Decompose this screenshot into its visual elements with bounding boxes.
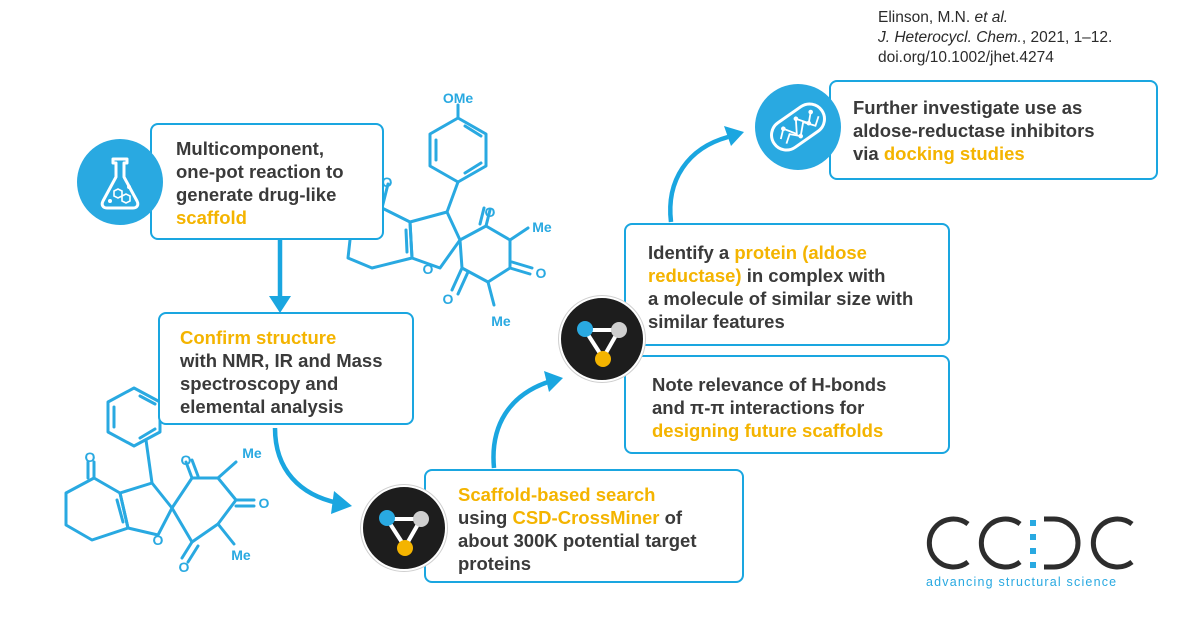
- flask-icon: [77, 139, 163, 225]
- box4-line4: similar features: [648, 311, 785, 332]
- citation-journal: J. Heterocycl. Chem.: [878, 29, 1022, 46]
- ccdc-tagline: advancing structural science: [926, 575, 1118, 589]
- molecule-lower: [64, 386, 256, 564]
- arrow-curve-to-docking: [668, 126, 744, 223]
- label-me1: Me: [532, 219, 552, 235]
- box6-line1: Further investigate use as: [853, 97, 1083, 118]
- arrow-down: [269, 240, 291, 313]
- box2-line3: spectroscopy and: [180, 373, 339, 394]
- citation-authors-line: Elinson, M.N. et al.: [878, 8, 1112, 28]
- box3-highlight2: CSD-CrossMiner: [512, 507, 660, 528]
- box1-line1: Multicomponent,: [176, 138, 324, 159]
- box4-highlight1: protein (aldose: [734, 242, 867, 263]
- box5-highlight: designing future scaffolds: [652, 420, 884, 441]
- label-o10: O: [179, 559, 190, 575]
- arrow-curve-to-protein: [491, 371, 563, 469]
- box4-highlight2: reductase): [648, 265, 742, 286]
- box1-highlight: scaffold: [176, 207, 247, 228]
- label-me3: Me: [242, 445, 262, 461]
- box4-text2b: in complex with: [741, 265, 886, 286]
- box6-highlight: docking studies: [883, 143, 1025, 164]
- box2-line4: elemental analysis: [180, 396, 344, 417]
- box3-text2a: using: [458, 507, 513, 528]
- box4-line1: Identify a protein (aldose: [648, 241, 934, 264]
- citation-etal: et al.: [974, 9, 1009, 26]
- label-o5: O: [443, 291, 454, 307]
- label-o8: O: [181, 452, 192, 468]
- box6-line3: via docking studies: [853, 142, 1142, 165]
- crossminer-icon: [361, 485, 447, 571]
- step-note-relevance-box: Note relevance of H-bonds and π-π intera…: [624, 355, 950, 454]
- label-o6: O: [85, 449, 96, 465]
- box2-highlight: Confirm structure: [180, 327, 337, 348]
- label-o4: O: [536, 265, 547, 281]
- label-me2: Me: [491, 313, 511, 329]
- step-confirm-structure-box: Confirm structure with NMR, IR and Mass …: [158, 312, 414, 425]
- box5-line1: Note relevance of H-bonds: [652, 374, 887, 395]
- box6-text3a: via: [853, 143, 884, 164]
- crossminer-icon: [559, 296, 645, 382]
- step-docking-box: Further investigate use as aldose-reduct…: [829, 80, 1158, 180]
- box4-text1a: Identify a: [648, 242, 735, 263]
- protein-icon: [755, 84, 841, 170]
- step-multicomponent-box: Multicomponent, one-pot reaction to gene…: [150, 123, 384, 240]
- citation: Elinson, M.N. et al. J. Heterocycl. Chem…: [878, 8, 1112, 68]
- step-identify-protein-box: Identify a protein (aldose reductase) in…: [624, 223, 950, 346]
- box3-line2: using CSD-CrossMiner of: [458, 506, 728, 529]
- box1-line3: generate drug-like: [176, 184, 337, 205]
- box3-line3: about 300K potential target: [458, 530, 697, 551]
- box4-line2: reductase) in complex with: [648, 264, 934, 287]
- label-o2: O: [423, 261, 434, 277]
- label-o7: O: [153, 532, 164, 548]
- citation-authors: Elinson, M.N.: [878, 9, 971, 26]
- citation-year-pages: , 2021, 1–12.: [1021, 29, 1113, 46]
- box2-line2: with NMR, IR and Mass: [180, 350, 383, 371]
- box3-line4: proteins: [458, 553, 531, 574]
- step-scaffold-search-box: Scaffold-based search using CSD-CrossMin…: [424, 469, 744, 583]
- box3-text2b: of: [659, 507, 683, 528]
- label-ome: OMe: [443, 90, 474, 106]
- box1-line2: one-pot reaction to: [176, 161, 344, 182]
- label-me4: Me: [231, 547, 251, 563]
- box5-line2: and π-π interactions for: [652, 397, 865, 418]
- ccdc-logo: [918, 512, 1138, 592]
- citation-journal-line: J. Heterocycl. Chem., 2021, 1–12.: [878, 28, 1112, 48]
- box3-highlight1: Scaffold-based search: [458, 484, 656, 505]
- arrow-curve-to-search: [272, 427, 352, 514]
- box6-line2: aldose-reductase inhibitors: [853, 120, 1095, 141]
- citation-doi: doi.org/10.1002/jhet.4274: [878, 49, 1054, 66]
- label-o9: O: [259, 495, 270, 511]
- label-o3: O: [485, 204, 496, 220]
- box4-line3: a molecule of similar size with: [648, 288, 914, 309]
- label-o1: O: [382, 174, 393, 190]
